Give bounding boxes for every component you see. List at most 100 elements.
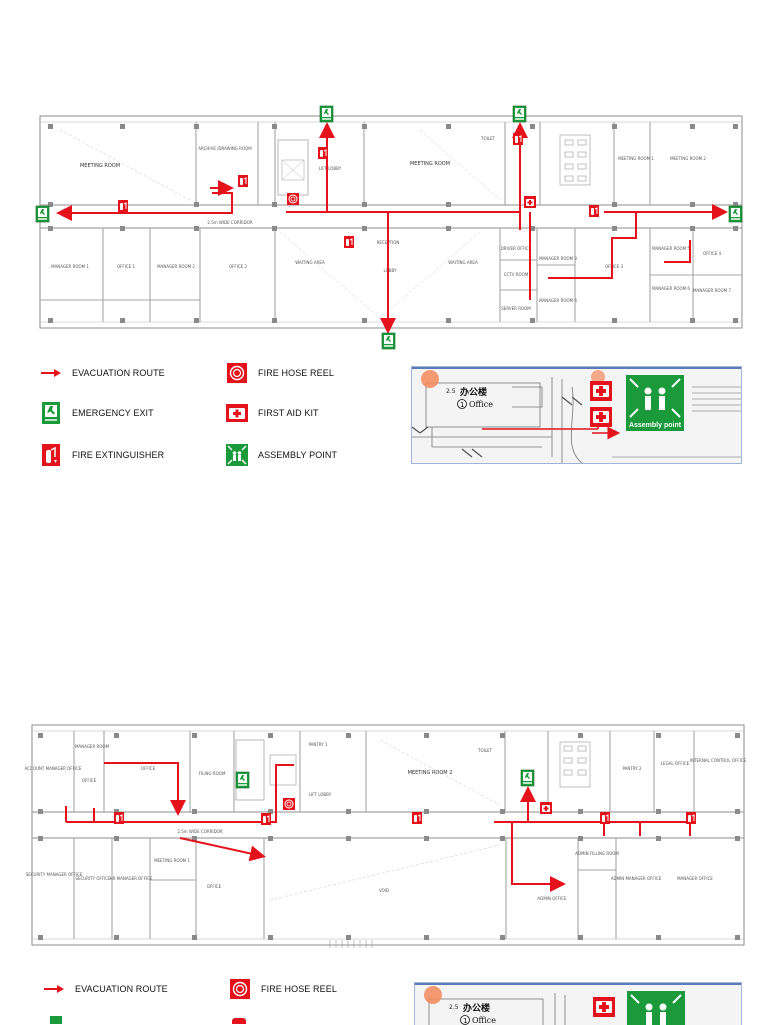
exit-icon [50, 1016, 62, 1024]
room-label: 2.5m WIDE CORRIDOR [207, 220, 252, 225]
fire-extinguisher-icon [113, 811, 125, 825]
legend-emergency-exit: EMERGENCY EXIT [40, 402, 154, 424]
room-label: WAITING AREA [448, 260, 478, 265]
legend-label: FIRE EXTINGUISHER [72, 450, 165, 460]
room-label: SECURITY OFFICE [75, 876, 111, 881]
floor-plan-1: MEETING ROOM ARCHIVE /DRAWING ROOM LIFT … [35, 105, 743, 350]
room-label: OFFICE 4 [703, 251, 722, 256]
emergency-exit-icon [35, 205, 50, 223]
room-label: MANAGER ROOM 7 [693, 288, 731, 293]
plan2-room-labels: MANAGER ROOM ACCOUNT MANAGER OFFICE OFFI… [25, 742, 747, 901]
emergency-exit-icon [512, 105, 527, 123]
legend-first-aid-kit: FIRST AID KIT [226, 402, 319, 424]
room-label: WAITING AREA [295, 260, 325, 265]
site-inset-map: 2.5 办公楼 1 Office [414, 982, 742, 1025]
legend-assembly-point: ASSEMBLY POINT [226, 444, 337, 466]
room-label: ADMIN MANAGER OFFICE [611, 876, 662, 881]
room-label: MEETING ROOM 1 [154, 858, 190, 863]
room-label: OFFICE 2 [229, 264, 248, 269]
room-label: LEGAL OFFICE [661, 761, 690, 766]
room-label: PANTRY 1 [308, 742, 328, 747]
hose-reel-icon [226, 362, 248, 384]
assembly-point-sign: Assembly point [626, 375, 684, 431]
room-label: MEETING ROOM [410, 161, 450, 167]
room-label: LIFT LOBBY [319, 166, 342, 171]
office-label: Office [472, 1016, 496, 1025]
room-label: PANTRY 2 [622, 766, 642, 771]
legend-label: EVACUATION ROUTE [72, 368, 165, 378]
fire-extinguisher-icon [588, 204, 600, 218]
office-label: Office [469, 400, 493, 409]
evacuation-route [511, 822, 566, 892]
building-label: 办公楼 [463, 1002, 490, 1014]
room-label: MANAGER ROOM 2 [157, 264, 195, 269]
room-label: LIFT LOBBY [309, 792, 332, 797]
room-label: OFFICE [141, 766, 156, 771]
room-label: MANAGER ROOM 6 [652, 286, 690, 291]
legend-label: ASSEMBLY POINT [258, 450, 338, 460]
site-inset-map: 2.5 办公楼 1 Office Assembly point [411, 366, 742, 464]
office-number: 1 [463, 1017, 467, 1025]
room-label: FILING ROOM [199, 771, 226, 776]
extinguisher-icon [40, 444, 62, 466]
fire-extinguisher-icon [411, 811, 423, 825]
room-label: 2.5m WIDE CORRIDOR [177, 829, 222, 834]
plan2-evacuation-routes [65, 762, 691, 892]
first-aid-icon [232, 1018, 246, 1024]
fire-hose-reel-icon [282, 797, 296, 811]
fire-extinguisher-icon [512, 132, 524, 146]
room-label: MEETING ROOM 1 [618, 156, 654, 161]
room-label: HR MANAGER OFFICE [110, 876, 153, 881]
legend-label: FIRE HOSE REEL [258, 368, 334, 378]
legend-fire-hose-reel: FIRE HOSE REEL [229, 978, 337, 1000]
room-label: MEETING ROOM 2 [408, 770, 453, 776]
legend-evacuation-route: EVACUATION ROUTE [43, 978, 168, 1000]
assembly-icon [226, 444, 248, 466]
room-label: MANAGER ROOM 4 [539, 298, 577, 303]
room-label: OFFICE [82, 778, 97, 783]
room-label: MANAGER ROOM 5 [652, 246, 690, 251]
fire-extinguisher-icon [343, 235, 355, 249]
fire-extinguisher-icon [260, 812, 272, 826]
arrow-icon [40, 362, 62, 384]
room-label: ADMIN OFFICE [538, 896, 567, 901]
fire-extinguisher-icon [237, 174, 249, 188]
legend-label: EVACUATION ROUTE [75, 984, 168, 994]
room-label: MANAGER ROOM [75, 744, 110, 749]
scale-label: 2.5 [446, 388, 456, 395]
evacuation-route [179, 837, 266, 862]
fire-extinguisher-icon [317, 146, 329, 160]
plan1-room-labels: MEETING ROOM ARCHIVE /DRAWING ROOM LIFT … [51, 136, 731, 311]
room-label: OFFICE 1 [117, 264, 136, 269]
emergency-exit-icon [728, 205, 743, 223]
arrow-icon [43, 978, 65, 1000]
evacuation-route [664, 240, 691, 263]
fire-extinguisher-icon [599, 811, 611, 825]
room-label: OFFICE [207, 884, 222, 889]
emergency-exit-icon [319, 105, 334, 123]
room-label: MEETING ROOM 2 [670, 156, 706, 161]
evacuation-route [104, 762, 186, 816]
room-label: MEETING ROOM [80, 163, 120, 169]
room-label: TOILET [477, 748, 493, 753]
building-label: 办公楼 [460, 386, 487, 398]
floor-plan-2: MANAGER ROOM ACCOUNT MANAGER OFFICE OFFI… [25, 724, 747, 948]
assembly-point-sign [627, 991, 685, 1025]
room-label: ACCOUNT MANAGER OFFICE [25, 766, 82, 771]
fire-extinguisher-icon [117, 199, 129, 213]
room-label: VOID [379, 888, 389, 893]
office-number: 1 [460, 401, 464, 409]
room-label: DRIVER OFFICE [501, 246, 532, 251]
legend-label: FIRST AID KIT [258, 408, 319, 418]
legend-evacuation-route: EVACUATION ROUTE [40, 362, 165, 384]
first-aid-icon [226, 402, 248, 424]
room-label: TOILET [480, 136, 496, 141]
legend-fire-hose-reel: FIRE HOSE REEL [226, 362, 334, 384]
exit-icon [40, 402, 62, 424]
hose-reel-icon [229, 978, 251, 1000]
site-inset-drawing: 2.5 办公楼 1 Office Assembly point [412, 367, 741, 463]
emergency-exit-icon [520, 769, 535, 787]
room-label: OFFICE 3 [605, 264, 624, 269]
room-label: MANAGER OFFICE [677, 876, 713, 881]
